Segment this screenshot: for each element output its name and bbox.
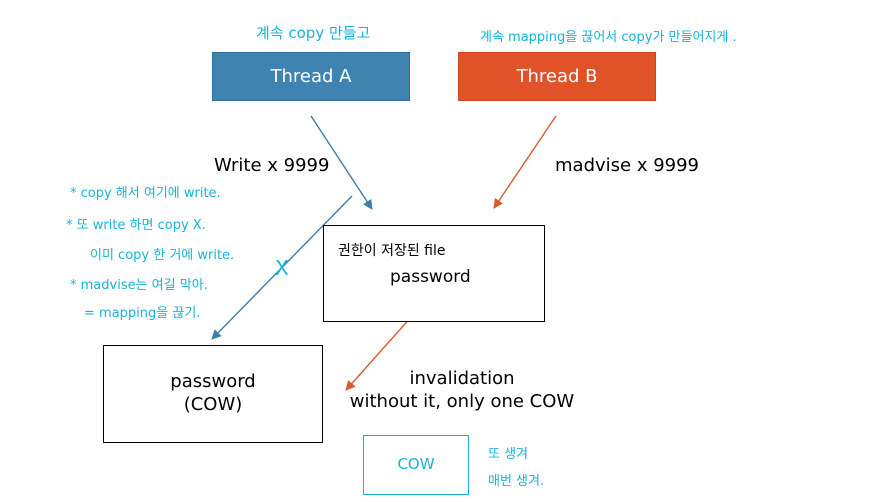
new-cow-box[interactable]: COW [363,435,469,495]
side-note-1: * copy 해서 여기에 write. [70,186,221,201]
file-box-note: 권한이 저장된 file [338,243,446,259]
invalidation-line2: without it, only one COW [349,391,575,412]
thread-b-label: Thread B [516,66,598,87]
thread-b-box[interactable]: Thread B [458,52,656,101]
cow-copy-cow: (COW) [183,394,243,415]
madvise-label: madvise x 9999 [555,155,699,176]
side-note-2: * 또 write 하면 copy X. [66,218,206,233]
arrow-write-to-cow [211,195,353,340]
thread-a-note: 계속 copy 만들고 [256,24,371,42]
side-note-4: * madvise는 여길 막아. [70,278,208,293]
arrow-thread-b-to-file [493,115,557,209]
file-box[interactable]: 권한이 저장된 file password [323,225,545,322]
side-note-3: 이미 copy 한 거에 write. [90,248,235,263]
side-note-5: = mapping을 끊기. [84,306,201,321]
arrow-thread-a-to-file [310,115,373,210]
invalidation-line1: invalidation [409,368,515,389]
thread-a-label: Thread A [270,66,352,87]
cow-copy-password: password [170,371,256,392]
new-cow-note-2: 매번 생겨. [488,474,545,489]
invalidation-text: invalidation without it, only one COW [340,367,584,413]
new-cow-note-1: 또 생겨 [488,447,529,462]
cow-copy-box[interactable]: password (COW) [103,345,323,443]
thread-a-box[interactable]: Thread A [212,52,410,101]
file-box-password: password [390,267,471,287]
thread-b-note: 계속 mapping을 끊어서 copy가 만들어지게 . [480,30,737,45]
write-label: Write x 9999 [214,155,330,176]
cross-mark: X [275,256,289,280]
new-cow-label: COW [397,455,435,473]
